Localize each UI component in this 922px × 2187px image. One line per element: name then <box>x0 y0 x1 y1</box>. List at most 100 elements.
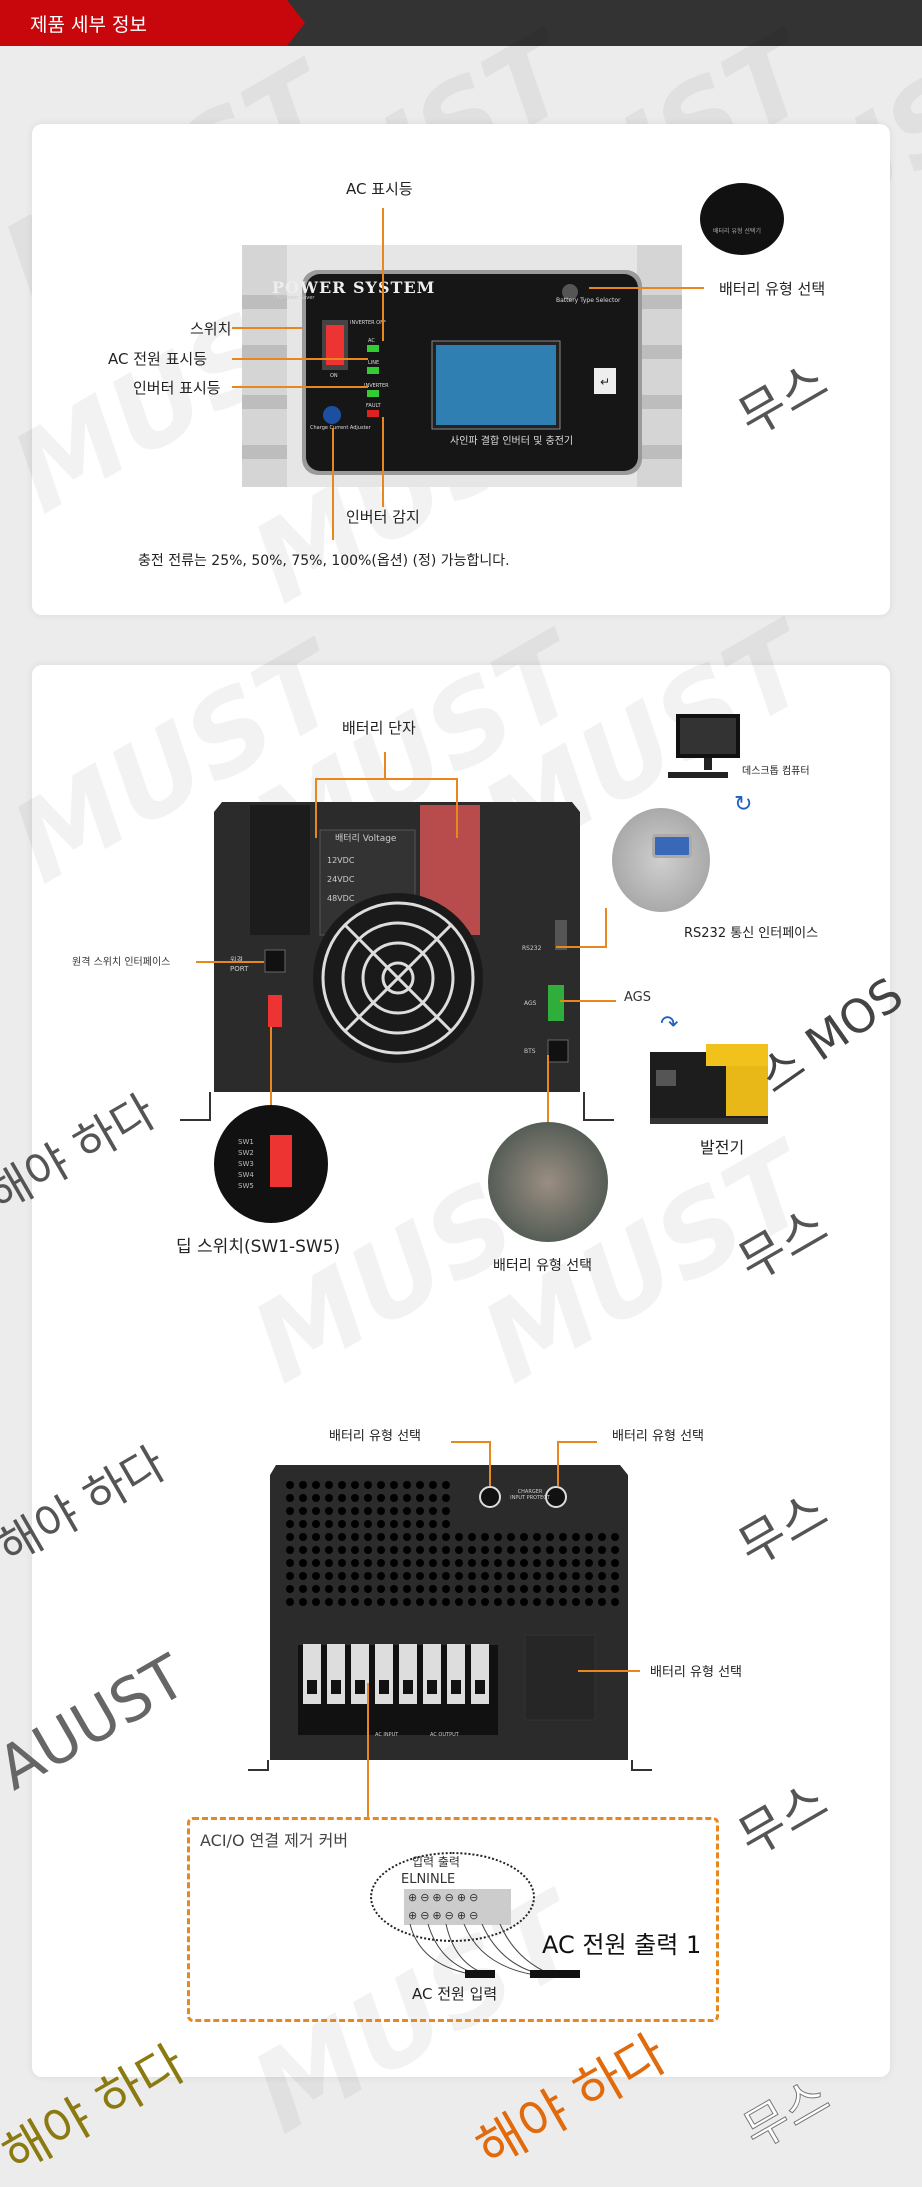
label-battery-type-select-left: 배터리 유형 선택 <box>329 1429 421 1444</box>
led-inverter-label: INVERTER <box>364 383 389 389</box>
leader-line <box>556 946 607 948</box>
label-ac-indicator: AC 표시등 <box>346 180 413 198</box>
vent-hole <box>364 1585 372 1593</box>
vent-hole <box>559 1546 567 1554</box>
terminal-slot <box>447 1644 465 1704</box>
dip-sw5: SW5 <box>238 1182 254 1190</box>
label-battery-terminal: 배터리 단자 <box>342 719 416 737</box>
vent-hole <box>299 1533 307 1541</box>
vent-hole <box>559 1572 567 1580</box>
vent-hole <box>286 1481 294 1489</box>
vent-hole <box>611 1559 619 1567</box>
vent-hole <box>598 1533 606 1541</box>
vent-hole <box>338 1533 346 1541</box>
rear-unit-image <box>180 802 614 1121</box>
terminal-hole <box>475 1680 485 1694</box>
vent-hole <box>325 1520 333 1528</box>
vent-hole <box>390 1507 398 1515</box>
label-inverter-indicator: 인버터 표시등 <box>133 379 221 397</box>
vent-hole <box>338 1598 346 1606</box>
vent-hole <box>442 1546 450 1554</box>
vent-hole <box>585 1585 593 1593</box>
rs232-small: RS232 <box>522 945 542 952</box>
desktop-computer-icon <box>668 714 740 778</box>
leader-line <box>232 358 368 360</box>
vent-hole <box>611 1533 619 1541</box>
knob-caption: Charge Current Adjuster <box>310 425 371 431</box>
vent-hole <box>390 1546 398 1554</box>
vent-hole <box>403 1533 411 1541</box>
vent-hole <box>572 1546 580 1554</box>
ac-input-text: AC INPUT <box>375 1732 399 1738</box>
led-line-label: LINE <box>368 360 380 366</box>
label-battery-type-select-2: 배터리 유형 선택 <box>493 1258 593 1274</box>
vent-hole <box>299 1494 307 1502</box>
label-dip-switch: 딥 스위치(SW1-SW5) <box>176 1237 341 1257</box>
vent-hole <box>520 1598 528 1606</box>
vent-hole <box>442 1572 450 1580</box>
leader-line <box>270 1027 272 1107</box>
vent-hole <box>507 1559 515 1567</box>
vent-hole <box>429 1494 437 1502</box>
leader-line <box>589 287 704 289</box>
terminal-hole <box>427 1680 437 1694</box>
bts-small: BTS <box>524 1048 536 1055</box>
vent-hole <box>351 1481 359 1489</box>
ac-output-text: AC OUTPUT <box>430 1732 459 1738</box>
vent-hole <box>481 1572 489 1580</box>
vent-hole <box>403 1559 411 1567</box>
arrow-up-icon: ↻ <box>734 792 753 817</box>
vent-hole <box>338 1559 346 1567</box>
vent-hole <box>377 1507 385 1515</box>
vent-hole <box>364 1481 372 1489</box>
ags-small: AGS <box>524 1000 537 1007</box>
led-ac-label: AC <box>368 338 375 344</box>
vent-hole <box>494 1585 502 1593</box>
vent-hole <box>598 1598 606 1606</box>
vent-hole <box>442 1520 450 1528</box>
vent-hole <box>546 1546 554 1554</box>
vent-hole <box>403 1585 411 1593</box>
vent-hole <box>390 1494 398 1502</box>
vent-hole <box>533 1585 541 1593</box>
vent-hole <box>364 1507 372 1515</box>
front-panel-image: ↵ <box>242 245 682 487</box>
label-generator: 발전기 <box>700 1138 745 1157</box>
charge-current-note: 충전 전류는 25%, 50%, 75%, 100%(옵션) (정) 가능합니다… <box>138 553 510 569</box>
vent-hole <box>455 1533 463 1541</box>
vent-hole <box>598 1546 606 1554</box>
vent-hole <box>598 1559 606 1567</box>
vent-hole <box>507 1533 515 1541</box>
vent-hole <box>312 1572 320 1580</box>
vent-hole <box>299 1598 307 1606</box>
vent-hole <box>325 1585 333 1593</box>
voltage-header: 배터리 Voltage <box>335 834 397 844</box>
vent-hole <box>559 1559 567 1567</box>
vent-hole <box>338 1572 346 1580</box>
vent-hole <box>611 1572 619 1580</box>
vent-hole <box>286 1546 294 1554</box>
vent-hole <box>377 1559 385 1567</box>
inverter-off-text: INVERTER OFF <box>350 320 386 326</box>
vent-hole <box>338 1585 346 1593</box>
vent-hole <box>429 1520 437 1528</box>
leader-line <box>560 1000 616 1002</box>
label-battery-type-select-right: 배터리 유형 선택 <box>612 1429 704 1444</box>
vent-hole <box>429 1507 437 1515</box>
vent-hole <box>403 1546 411 1554</box>
terminal-block <box>303 1644 489 1704</box>
vent-hole <box>442 1494 450 1502</box>
dip-sw1: SW1 <box>238 1138 254 1146</box>
leader-line <box>382 417 384 507</box>
vent-hole <box>338 1520 346 1528</box>
header-title: 제품 세부 정보 <box>30 14 147 36</box>
vent-hole <box>312 1520 320 1528</box>
led-fault-label: FAULT <box>366 403 381 409</box>
vent-hole <box>312 1598 320 1606</box>
bottom-unit-image <box>248 1465 652 1771</box>
vent-hole <box>390 1481 398 1489</box>
vent-hole <box>520 1559 528 1567</box>
vent-hole <box>403 1572 411 1580</box>
vent-hole <box>377 1494 385 1502</box>
vent-hole <box>611 1546 619 1554</box>
